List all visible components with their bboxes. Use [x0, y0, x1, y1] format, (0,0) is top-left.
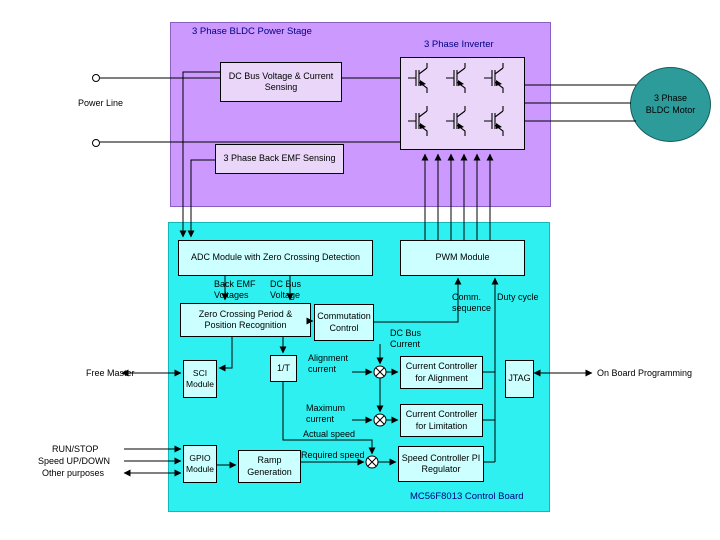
- actual-speed-label: Actual speed: [303, 429, 356, 439]
- motor-label: 3 Phase BLDC Motor: [645, 92, 696, 115]
- invt-block: 1/T: [270, 355, 297, 382]
- alignment-current-label: Alignment current: [308, 353, 349, 374]
- duty-cycle-label: Duty cycle: [497, 292, 539, 302]
- maximum-current-label: Maximum current: [306, 403, 346, 424]
- speed-pi-regulator-block: Speed Controller PI Regulator: [398, 446, 484, 482]
- speed-updown-label: Speed UP/DOWN: [38, 456, 111, 466]
- back-emf-sensing-block: 3 Phase Back EMF Sensing: [215, 144, 344, 174]
- control-board-title: MC56F8013 Control Board: [410, 491, 524, 502]
- jtag-block: JTAG: [505, 360, 534, 398]
- dc-bus-voltage-label: DC Bus Voltage: [270, 279, 302, 300]
- power-terminal-bottom: [92, 139, 100, 147]
- pwm-module-block: PWM Module: [400, 240, 525, 276]
- power-line-label: Power Line: [78, 98, 124, 108]
- inverter-title: 3 Phase Inverter: [424, 39, 494, 50]
- current-controller-alignment-block: Current Controller for Alignment: [400, 356, 483, 389]
- on-board-programming-label: On Board Programming: [597, 368, 693, 378]
- adc-module-block: ADC Module with Zero Crossing Detection: [178, 240, 373, 276]
- required-speed-label: Required speed: [301, 450, 365, 460]
- ramp-generation-block: Ramp Generation: [238, 450, 301, 483]
- dc-bus-current-label: DC Bus Current: [390, 328, 422, 349]
- free-master-label: Free Master: [86, 368, 135, 378]
- other-purposes-label: Other purposes: [42, 468, 105, 478]
- comm-sequence-label: Comm. sequence: [452, 292, 492, 313]
- inverter-block: [400, 57, 525, 150]
- power-terminal-top: [92, 74, 100, 82]
- current-controller-limitation-block: Current Controller for Limitation: [400, 404, 483, 437]
- motor: 3 Phase BLDC Motor: [630, 67, 711, 142]
- sci-module-block: SCI Module: [183, 360, 217, 398]
- power-stage-title: 3 Phase BLDC Power Stage: [192, 26, 312, 37]
- run-stop-label: RUN/STOP: [52, 444, 99, 454]
- back-emf-voltages-label: Back EMF Voltages: [214, 279, 256, 300]
- dc-bus-sensing-block: DC Bus Voltage & Current Sensing: [220, 62, 342, 102]
- commutation-control-block: Commutation Control: [314, 304, 374, 341]
- zero-crossing-block: Zero Crossing Period & Position Recognit…: [180, 303, 311, 337]
- gpio-module-block: GPIO Module: [183, 445, 217, 483]
